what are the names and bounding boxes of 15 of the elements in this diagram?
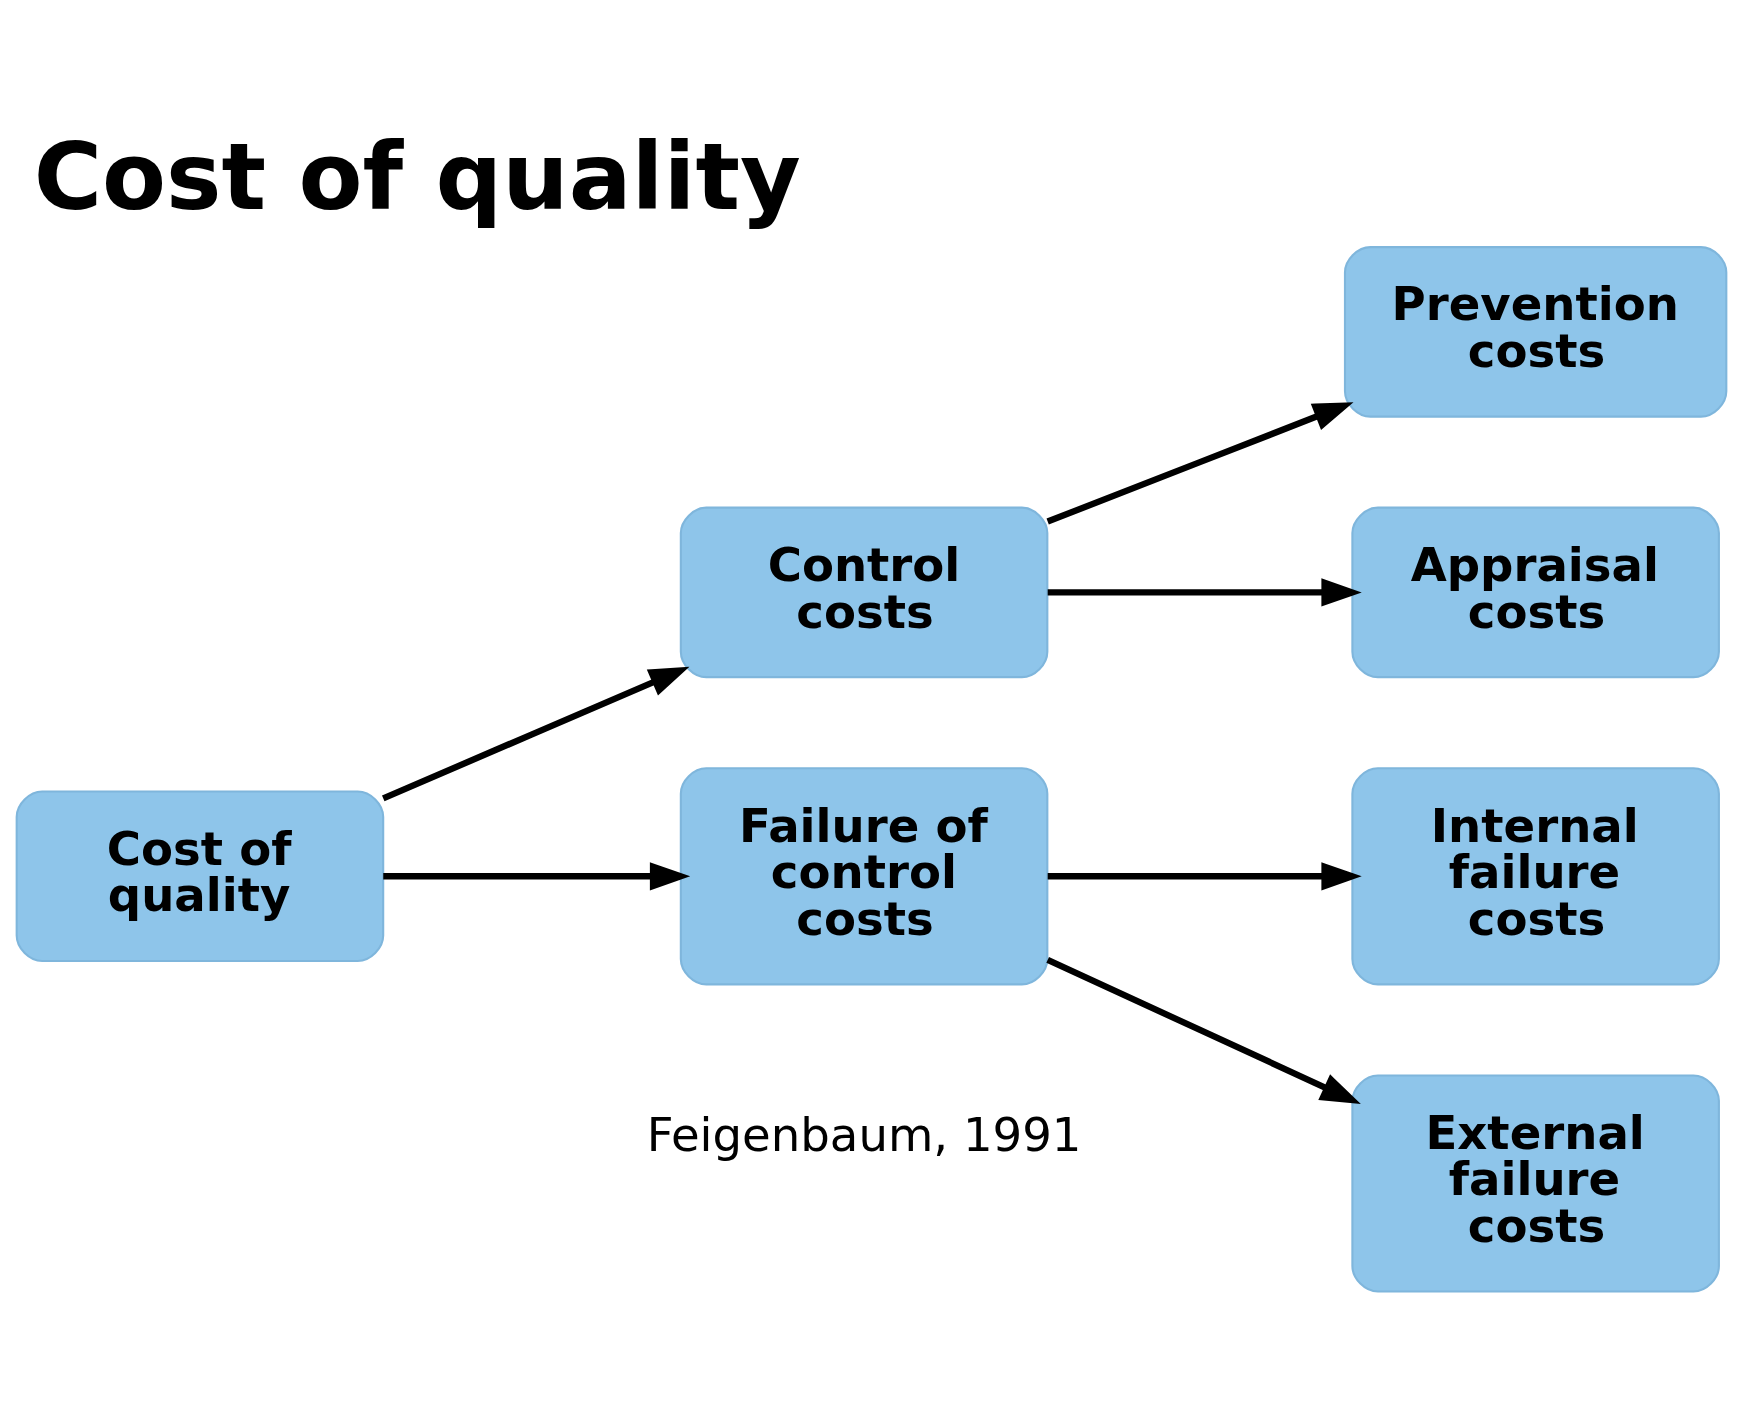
node-box: Prevention costs [1343, 245, 1728, 418]
arrow [1047, 861, 1362, 890]
arrow [1046, 956, 1361, 1104]
node-box: External failure costs [1351, 1073, 1720, 1293]
label: Feigenbaum, 1991 [646, 1107, 1082, 1162]
node-box: Cost of quality [15, 790, 385, 962]
node-box: Failure of control costs [679, 766, 1049, 985]
arrow [1047, 577, 1362, 607]
diagram-title: Cost of quality [33, 121, 801, 231]
node-box: Appraisal costs [1351, 506, 1720, 678]
arrow [1046, 401, 1354, 525]
node-box: Control costs [679, 506, 1049, 678]
node-box: Internal failure costs [1351, 766, 1720, 985]
arrow [383, 861, 691, 890]
arrow [382, 666, 690, 801]
